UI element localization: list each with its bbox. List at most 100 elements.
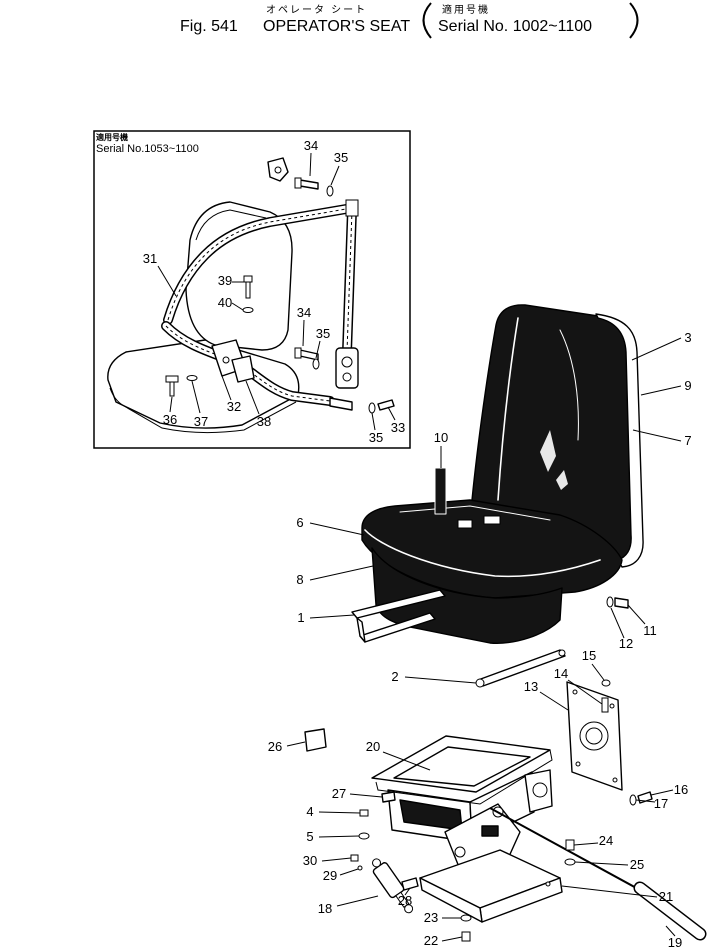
seat-suspension	[304, 679, 707, 942]
callout-25: 25	[630, 857, 644, 872]
damper-18	[372, 858, 414, 914]
callout-36: 36	[163, 412, 177, 427]
callout-34: 34	[304, 138, 318, 153]
retractor-spool	[341, 356, 353, 368]
plate-hole	[575, 761, 581, 767]
nut-30	[350, 854, 359, 862]
callout-3: 3	[684, 330, 691, 345]
callout-35: 35	[334, 150, 348, 165]
inset-serial-range: Serial No.1053~1100	[96, 143, 199, 155]
callout-39: 39	[218, 273, 232, 288]
belt-strap-10	[434, 467, 447, 515]
plate-hole	[572, 689, 578, 695]
callout-30: 30	[303, 853, 317, 868]
diagram-header: オペレータ シート Fig. 541 OPERATOR'S SEAT 適用号機 …	[180, 2, 639, 39]
bolt-11	[614, 597, 629, 609]
backrest-highlight	[559, 329, 579, 441]
inset-backrest-seam	[195, 209, 267, 241]
lever-grip-19	[635, 883, 705, 939]
inset-washer-35-upper	[326, 185, 334, 197]
inset-belt-guide-hole	[274, 166, 282, 174]
callout-4: 4	[306, 804, 313, 819]
cap-15	[601, 679, 611, 687]
inset-bolt-33	[377, 399, 395, 411]
callout-2: 2	[391, 669, 398, 684]
callout-7: 7	[684, 433, 691, 448]
inset-washer-40	[242, 307, 254, 313]
callout-23: 23	[424, 910, 438, 925]
caution-plate-26	[304, 728, 327, 752]
washer-23	[460, 914, 472, 922]
slide-rail-1-end	[356, 617, 366, 643]
inset-bolt-36	[169, 381, 175, 397]
base-plate-hole	[545, 881, 551, 887]
callout-34: 34	[297, 305, 311, 320]
callout-26: 26	[268, 739, 282, 754]
inset-bracket-hole	[222, 356, 230, 364]
lever-rod-19	[489, 807, 641, 891]
callout-27: 27	[332, 786, 346, 801]
bolt-24	[565, 839, 575, 851]
main-leader-lines	[286, 337, 682, 942]
callout-1: 1	[297, 610, 304, 625]
callout-33: 33	[391, 420, 405, 435]
inset-applicable-japanese: 適用号機	[96, 132, 128, 142]
upper-anchor-plate	[345, 199, 359, 217]
callout-14: 14	[554, 666, 568, 681]
bolt-28	[401, 877, 419, 891]
left-parenthesis	[422, 2, 432, 39]
callout-38: 38	[257, 414, 271, 429]
washer-12	[606, 596, 614, 608]
plate-hole	[612, 777, 618, 783]
callout-17: 17	[654, 796, 668, 811]
base-plate-flange	[419, 877, 483, 923]
inset-frame	[93, 130, 411, 449]
slide-rail-1	[351, 589, 446, 619]
callout-8: 8	[296, 572, 303, 587]
callout-22: 22	[424, 933, 438, 948]
inset-bolt-34-upper	[299, 179, 319, 190]
inset-bolt-39-head	[243, 275, 253, 283]
cushion-rim	[364, 529, 601, 578]
slide-rail-2	[477, 649, 566, 687]
callout-13: 13	[524, 679, 538, 694]
seat-belt-buckle	[457, 519, 473, 529]
inset-washer-35-lower	[368, 402, 376, 414]
callout-9: 9	[684, 378, 691, 393]
callout-12: 12	[619, 636, 633, 651]
backrest-highlight	[497, 317, 519, 501]
inset-backrest	[185, 201, 293, 351]
rear-bracket-hole	[532, 782, 548, 798]
callout-24: 24	[599, 833, 613, 848]
callout-20: 20	[366, 739, 380, 754]
washer-5	[358, 832, 370, 840]
washer-25	[564, 858, 576, 866]
washer-17	[629, 794, 637, 806]
callout-18: 18	[318, 901, 332, 916]
seat-belt-latch	[483, 515, 501, 525]
main-seat	[351, 304, 644, 688]
title-english: OPERATOR'S SEAT	[263, 18, 410, 35]
retractor-bolt	[342, 372, 352, 382]
callout-29: 29	[323, 868, 337, 883]
top-frame-opening	[393, 746, 531, 787]
inset-bolt-36-head	[165, 375, 179, 383]
callout-35: 35	[369, 430, 383, 445]
inset-callouts: 34 35 31 39 40 34 35 36 37 32 38 35 33	[143, 138, 405, 445]
inset-bolt-39	[245, 281, 251, 299]
applicable-japanese: 適用号機	[442, 3, 490, 16]
callout-35: 35	[316, 326, 330, 341]
callout-15: 15	[582, 648, 596, 663]
right-parenthesis	[629, 2, 639, 39]
backrest-shine	[540, 430, 568, 490]
callout-19: 19	[668, 935, 682, 950]
inset-washer-37	[186, 375, 198, 381]
plate-hole	[609, 703, 615, 709]
callout-16: 16	[674, 782, 688, 797]
callout-37: 37	[194, 414, 208, 429]
main-callouts: 3 9 7 10 6 8 1 12 11 2 15 14 13 26 20 27…	[268, 330, 692, 950]
inset-leader-lines	[157, 152, 396, 431]
callout-28: 28	[398, 893, 412, 908]
top-frame-edge	[375, 749, 553, 805]
